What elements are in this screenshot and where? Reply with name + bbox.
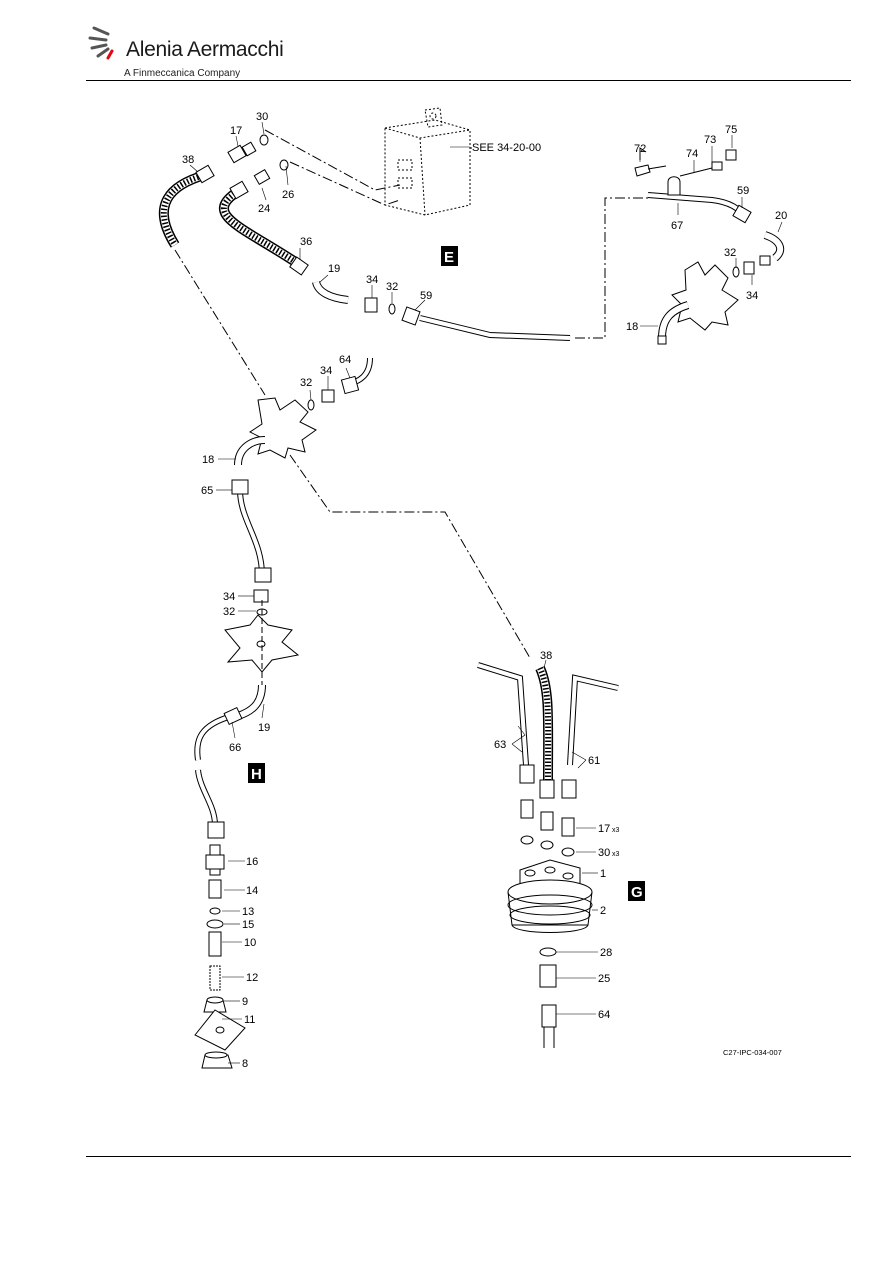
figure-reference: C27-IPC-034-007 bbox=[723, 1048, 782, 1057]
footer-rule bbox=[86, 1156, 851, 1157]
callout-17: 17 bbox=[230, 125, 242, 137]
view-label-g: G bbox=[628, 881, 645, 901]
callout-1: 1 bbox=[600, 868, 606, 880]
callout-15: 15 bbox=[242, 919, 254, 931]
callout-34: 34 bbox=[366, 274, 378, 286]
brand-name: Alenia Aermacchi bbox=[126, 38, 284, 61]
callout-17-g: 17 bbox=[598, 823, 610, 835]
brand-tagline: A Finmeccanica Company bbox=[124, 68, 241, 79]
callout-38: 38 bbox=[182, 154, 194, 166]
callout-10: 10 bbox=[244, 937, 256, 949]
view-label-e: E bbox=[441, 246, 458, 266]
callout-25: 25 bbox=[598, 973, 610, 985]
callout-59-right: 59 bbox=[737, 185, 749, 197]
callout-9: 9 bbox=[242, 996, 248, 1008]
callout-13: 13 bbox=[242, 906, 254, 918]
callout-36: 36 bbox=[300, 236, 312, 248]
callout-38-g: 38 bbox=[540, 650, 552, 662]
see-reference-note: SEE 34-20-00 bbox=[472, 142, 541, 154]
callout-28: 28 bbox=[600, 947, 612, 959]
header-rule bbox=[86, 80, 851, 81]
callout-18-right: 18 bbox=[626, 321, 638, 333]
detail-e-right-group bbox=[634, 147, 785, 345]
callout-32-right: 32 bbox=[724, 247, 736, 259]
view-label-h: H bbox=[248, 763, 265, 783]
callout-11: 11 bbox=[244, 1014, 255, 1026]
callout-32: 32 bbox=[386, 281, 398, 293]
svg-text:H: H bbox=[251, 766, 262, 783]
callout-75: 75 bbox=[725, 124, 737, 136]
callout-14: 14 bbox=[246, 885, 258, 897]
svg-text:E: E bbox=[444, 249, 454, 266]
module-box bbox=[384, 107, 471, 216]
callout-72: 72 bbox=[634, 143, 646, 155]
callout-67: 67 bbox=[671, 220, 683, 232]
detail-g-assembly bbox=[477, 662, 619, 1048]
callout-labels: 30 17 38 26 24 36 19 34 32 59 72 74 73 7… bbox=[182, 111, 787, 1070]
callout-34-mid: 34 bbox=[320, 365, 332, 377]
page-header: Alenia Aermacchi A Finmeccanica Company bbox=[0, 0, 893, 82]
callout-63: 63 bbox=[494, 739, 506, 751]
callout-64-g: 64 bbox=[598, 1009, 610, 1021]
callout-30: 30 bbox=[256, 111, 268, 123]
callout-19-lower: 19 bbox=[258, 722, 270, 734]
callout-leaders bbox=[189, 121, 783, 1064]
detail-h-assembly bbox=[194, 357, 373, 1069]
svg-text:G: G bbox=[631, 884, 643, 901]
callout-59: 59 bbox=[420, 290, 432, 302]
callout-20: 20 bbox=[775, 210, 787, 222]
callout-12: 12 bbox=[246, 972, 258, 984]
callout-32-lower: 32 bbox=[223, 606, 235, 618]
detail-e-assembly bbox=[158, 107, 650, 396]
callout-64-top: 64 bbox=[339, 354, 351, 366]
callout-34-right: 34 bbox=[746, 290, 758, 302]
callout-8: 8 bbox=[242, 1058, 248, 1070]
callout-19: 19 bbox=[328, 263, 340, 275]
callout-61: 61 bbox=[588, 755, 600, 767]
callout-34-lower: 34 bbox=[223, 591, 235, 603]
callout-24: 24 bbox=[258, 203, 270, 215]
callout-17-g-multiplier: x3 bbox=[612, 827, 620, 834]
callout-18-mid: 18 bbox=[202, 454, 214, 466]
callout-66: 66 bbox=[229, 742, 241, 754]
callout-16: 16 bbox=[246, 856, 258, 868]
callout-74: 74 bbox=[686, 148, 698, 160]
callout-26: 26 bbox=[282, 189, 294, 201]
callout-30-g: 30 bbox=[598, 847, 610, 859]
callout-32-mid: 32 bbox=[300, 377, 312, 389]
callout-30-g-multiplier: x3 bbox=[612, 851, 620, 858]
callout-73: 73 bbox=[704, 134, 716, 146]
callout-2: 2 bbox=[600, 905, 606, 917]
company-logo-icon bbox=[88, 26, 114, 60]
callout-65: 65 bbox=[201, 485, 213, 497]
